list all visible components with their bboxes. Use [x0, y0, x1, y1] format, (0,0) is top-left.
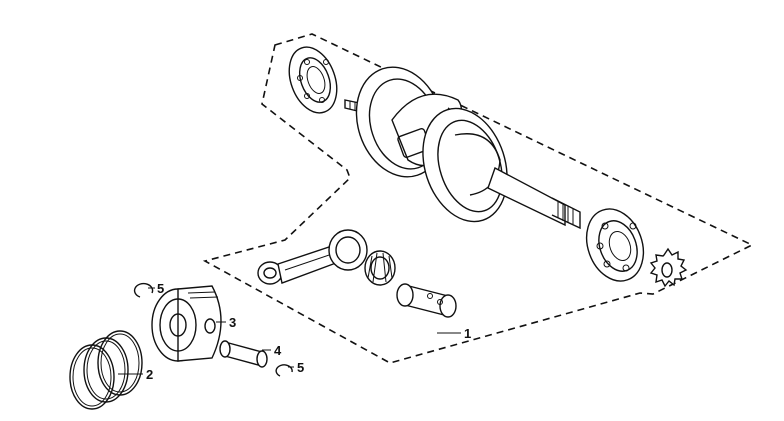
callout-5-lower: 5	[297, 360, 304, 375]
needle-bearing	[364, 250, 396, 286]
timing-sprocket	[649, 247, 688, 288]
piston	[151, 285, 222, 362]
main-bearing-right	[585, 208, 645, 282]
crank-pin	[396, 283, 457, 318]
callout-5-upper: 5	[157, 281, 164, 296]
callout-1: 1	[464, 326, 471, 341]
callout-2: 2	[146, 367, 153, 382]
piston-pin	[219, 340, 268, 368]
crankshaft	[344, 66, 581, 230]
connecting-rod	[257, 229, 368, 285]
pin-clip-upper	[133, 282, 154, 298]
assembly-boundary	[202, 33, 754, 364]
main-bearing-left	[288, 46, 338, 114]
pin-clip-lower	[275, 364, 293, 377]
callout-4: 4	[274, 343, 282, 358]
piston-ring-set	[69, 330, 143, 410]
callout-3: 3	[229, 315, 236, 330]
